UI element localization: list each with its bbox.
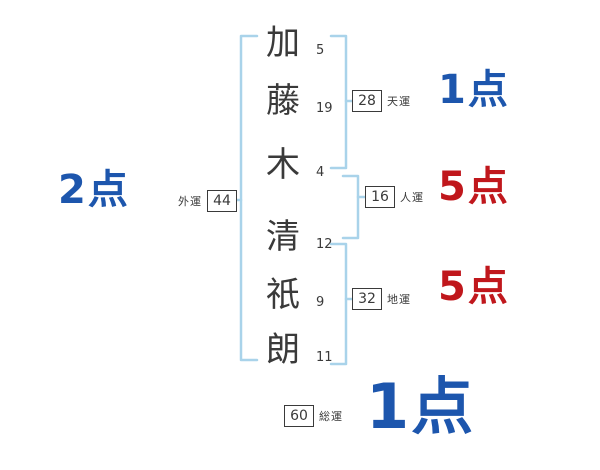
tenun-value-box: 28	[352, 90, 382, 113]
name-character: 加	[266, 23, 300, 63]
name-char-row-6: 朗 11	[266, 333, 333, 367]
name-char-row-4: 清 12	[266, 220, 333, 254]
soun-group: 60 総運	[284, 405, 343, 428]
gaiun-label: 外運	[178, 195, 202, 209]
jinun-label: 人運	[400, 191, 424, 205]
name-char-row-2: 藤 19	[266, 84, 333, 118]
jinun-score: 5点	[438, 164, 510, 210]
name-character: 木	[266, 145, 300, 185]
name-char-row-5: 祇 9	[266, 278, 324, 312]
jinun-value-box: 16	[365, 186, 395, 209]
tenun-label: 天運	[387, 95, 411, 109]
jinun-group: 16 人運	[365, 186, 424, 209]
stroke-count: 11	[316, 350, 333, 365]
chiun-group: 32 地運	[352, 288, 411, 311]
soun-value-box: 60	[284, 405, 314, 428]
stroke-count: 9	[316, 295, 325, 310]
chiun-score: 5点	[438, 264, 510, 310]
full-name-bracket	[239, 34, 259, 362]
gaiun-score: 2点	[58, 167, 130, 213]
chiun-bracket	[329, 242, 348, 366]
soun-score: 1点	[366, 370, 476, 443]
chiun-label: 地運	[387, 293, 411, 307]
name-character: 藤	[266, 81, 300, 121]
name-char-row-1: 加 5	[266, 26, 324, 60]
chiun-value-box: 32	[352, 288, 382, 311]
name-character: 祇	[266, 275, 300, 315]
stroke-count: 12	[316, 237, 333, 252]
stroke-count: 19	[316, 101, 333, 116]
tenun-group: 28 天運	[352, 90, 411, 113]
tenun-bracket	[329, 34, 348, 170]
jinun-bracket	[341, 174, 360, 240]
gaiun-value-box: 44	[207, 190, 237, 213]
stroke-count: 5	[316, 43, 325, 58]
name-character: 清	[266, 217, 300, 257]
name-char-row-3: 木 4	[266, 148, 324, 182]
tenun-score: 1点	[438, 67, 510, 113]
name-character: 朗	[266, 330, 300, 370]
stroke-count: 4	[316, 165, 325, 180]
gaiun-group: 外運 44	[178, 190, 237, 213]
soun-label: 総運	[319, 410, 343, 424]
